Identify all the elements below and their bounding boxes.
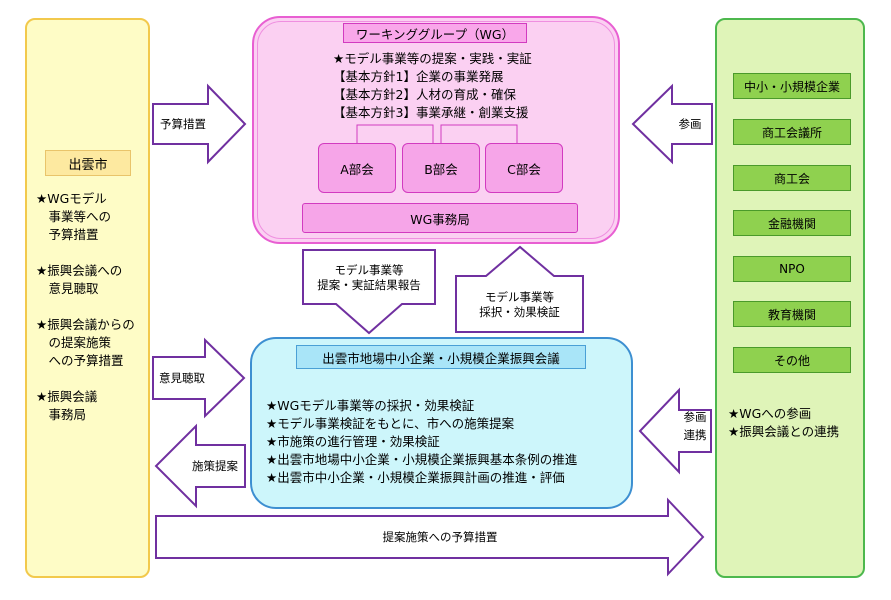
council-line-ordinance: ★出雲市地場中小企業・小規模企業振興基本条例の推進 — [266, 452, 578, 467]
org-financial-institutions: 金融機関 — [733, 210, 851, 236]
wg-line-policy-2: 【基本方針2】人材の育成・確保 — [333, 87, 516, 102]
arrow-participation-link — [638, 387, 712, 475]
arrow-participation — [631, 83, 713, 165]
promotion-council-title: 出雲市地場中小企業・小規模企業振興会議 — [296, 345, 586, 369]
arrow-proposal-budget — [155, 497, 705, 577]
wg-line-policy-1: 【基本方針1】企業の事業発展 — [333, 69, 504, 84]
wg-secretariat: WG事務局 — [302, 203, 578, 233]
wg-line-model-project: ★モデル事業等の提案・実践・実証 — [333, 51, 532, 66]
city-item-proposal-budget: ★振興会議からの の提案施策 への予算措置 — [36, 317, 135, 368]
arrow-budget — [152, 83, 247, 165]
city-item-secretariat: ★振興会議 事務局 — [36, 389, 98, 422]
arrow-proposal — [154, 423, 246, 509]
subcommittee-a: A部会 — [318, 143, 396, 193]
council-line-plan: ★出雲市中小企業・小規模企業振興計画の推進・評価 — [266, 470, 565, 485]
org-others: その他 — [733, 347, 851, 373]
council-line-management: ★市施策の進行管理・効果検証 — [266, 434, 440, 449]
arrow-report-label: モデル事業等 提案・実証結果報告 — [317, 263, 421, 292]
participants-note-wg: ★WGへの参画 — [728, 406, 812, 421]
arrow-proposal-budget-label: 提案施策への予算措置 — [382, 530, 498, 544]
arrow-participation-label: 参画 — [678, 117, 702, 131]
council-line-proposal: ★モデル事業検証をもとに、市への施策提案 — [266, 416, 515, 431]
arrow-budget-label: 予算措置 — [160, 117, 206, 131]
arrow-proposal-label: 施策提案 — [192, 459, 238, 473]
arrow-hearing — [152, 337, 246, 419]
participants-note-council: ★振興会議との連携 — [728, 424, 840, 439]
org-sme: 中小・小規模企業 — [733, 73, 851, 99]
subcommittee-c: C部会 — [485, 143, 563, 193]
arrow-hearing-label: 意見聴取 — [159, 371, 205, 385]
arrow-adopt — [455, 245, 584, 333]
working-group-title: ワーキンググループ（WG） — [343, 23, 527, 43]
org-commerce-association: 商工会 — [733, 165, 851, 191]
arrow-participation-link-label: 参画 連携 — [683, 410, 707, 442]
izumo-city-panel — [25, 18, 150, 578]
council-line-adoption: ★WGモデル事業等の採択・効果検証 — [266, 398, 475, 413]
city-item-wg-budget: ★WGモデル 事業等への 予算措置 — [36, 191, 112, 242]
participants-panel — [715, 18, 865, 578]
org-npo: NPO — [733, 256, 851, 282]
izumo-city-label: 出雲市 — [45, 150, 131, 176]
city-item-hearing: ★振興会議への 意見聴取 — [36, 263, 123, 296]
subcommittee-b: B部会 — [402, 143, 480, 193]
org-educational-institutions: 教育機関 — [733, 301, 851, 327]
wg-line-policy-3: 【基本方針3】事業承継・創業支援 — [333, 105, 529, 120]
org-chamber-of-commerce: 商工会議所 — [733, 119, 851, 145]
working-group-inner-border — [257, 21, 615, 239]
arrow-adopt-label: モデル事業等 採択・効果検証 — [479, 290, 560, 319]
arrow-report — [302, 249, 436, 335]
